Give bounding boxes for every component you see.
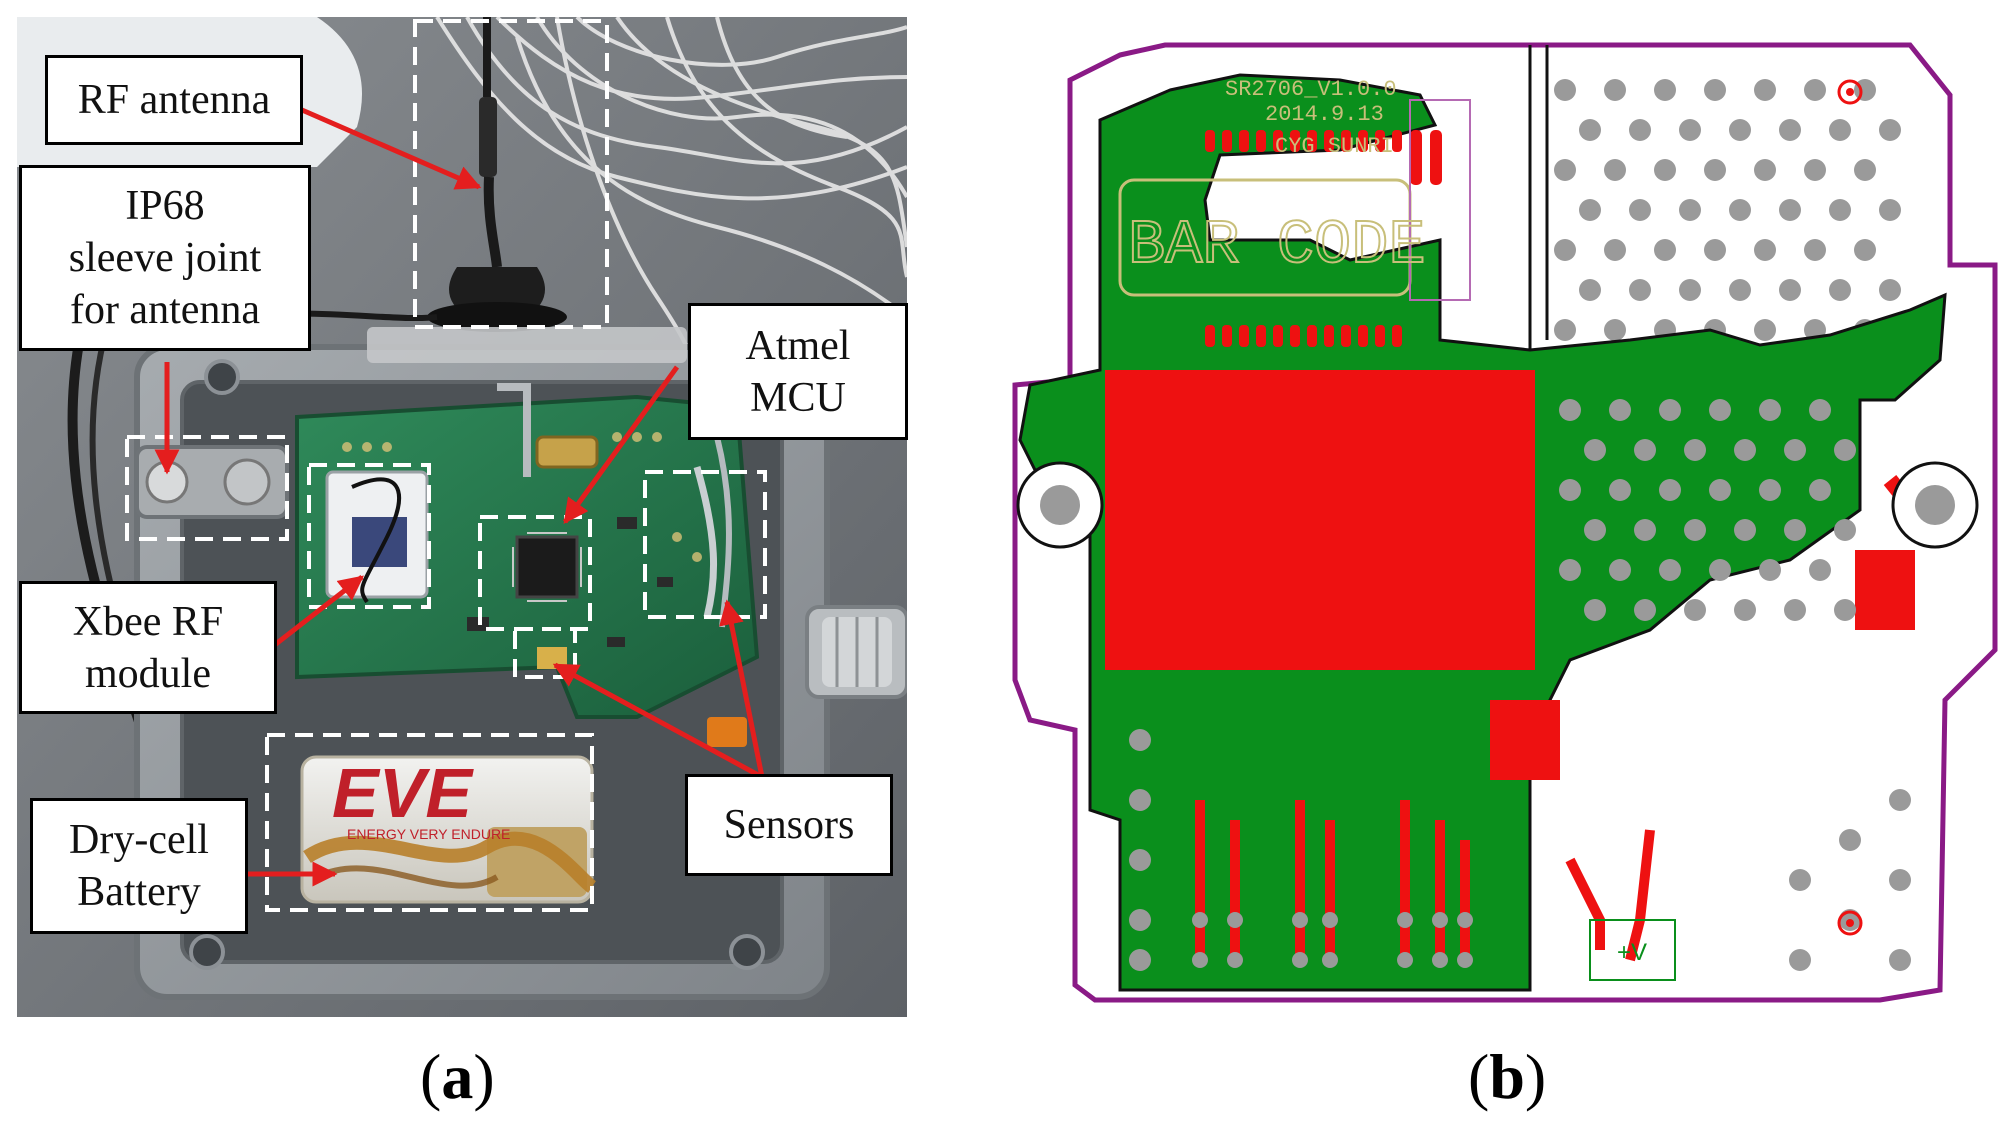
- sensor-box-2: [513, 627, 577, 679]
- callout-ip68-line2: sleeve joint: [68, 235, 262, 281]
- callout-xbee-line2: module: [85, 650, 211, 697]
- pad-row-top: [1205, 130, 1442, 347]
- xbee-box: [307, 463, 431, 609]
- callout-atmel-line2: MCU: [750, 374, 846, 421]
- caption-b-letter: b: [1489, 1041, 1525, 1112]
- battery: EVE ENERGY VERY ENDURE: [300, 754, 597, 904]
- battery-slogan: ENERGY VERY ENDURE: [347, 826, 510, 842]
- small-sensor: [537, 647, 567, 669]
- pad-vias-bottom: [1192, 912, 1473, 968]
- panel-a-photo: EVE ENERGY VERY ENDURE RF antenna I: [17, 17, 908, 1017]
- via-grid-right: [1559, 399, 1856, 621]
- power-label-box: [1589, 919, 1676, 981]
- antenna-box: [413, 19, 609, 329]
- ip68-sleeve-joint: [135, 445, 289, 519]
- sma-connector: [535, 435, 599, 469]
- callout-atmel-line1: Atmel: [745, 322, 851, 369]
- silk-line1: SR2706_V1.0.0: [1225, 77, 1397, 102]
- callout-battery-line1: Dry-cell: [69, 817, 209, 863]
- caption-a-close: ): [473, 1041, 495, 1112]
- callout-sensors: Sensors: [685, 774, 893, 876]
- battery-brand: EVE: [332, 754, 474, 832]
- sensor-box-1: [643, 470, 767, 619]
- pcb-mounting-holes: [1016, 461, 1979, 549]
- cable-gland: [805, 605, 907, 699]
- caption-b-open: (: [1468, 1041, 1490, 1112]
- copper-pad-cy2: [1855, 550, 1915, 630]
- battery-box: [265, 733, 594, 912]
- caption-b-close: ): [1524, 1041, 1547, 1112]
- power-label: +V: [1617, 939, 1647, 966]
- caption-a: (a): [420, 1040, 495, 1114]
- red-arrows: [154, 107, 765, 887]
- arrow-atmel-mcu: [562, 365, 680, 525]
- callout-battery: Dry-cell Battery: [30, 798, 248, 934]
- callout-rf-antenna: RF antenna: [45, 55, 303, 145]
- callout-ip68: IP68 sleeve joint for antenna: [19, 165, 311, 351]
- callout-atmel-mcu: Atmel MCU: [688, 303, 908, 440]
- sleeve-joint-box: [125, 435, 289, 541]
- arrow-xbee: [270, 575, 364, 649]
- caption-b: (b): [1468, 1040, 1546, 1114]
- caption-a-open: (: [420, 1041, 442, 1112]
- arrow-sensor-2: [552, 662, 764, 780]
- pcb-layout-drawing: SR2706_V1.0.0 2014.9.13 CYG SUNRI BAR CO…: [1012, 42, 1998, 1003]
- callout-ip68-line1: IP68: [125, 183, 205, 229]
- caption-a-letter: a: [441, 1041, 474, 1112]
- arrow-rf-antenna: [301, 107, 482, 190]
- top-copper: [1105, 370, 1937, 780]
- callout-rf-antenna-text: RF antenna: [77, 77, 271, 123]
- callout-battery-line2: Battery: [77, 869, 201, 915]
- silk-line3: CYG SUNRI: [1275, 134, 1394, 159]
- orange-connector: [707, 717, 747, 747]
- silk-line2: 2014.9.13: [1265, 102, 1384, 127]
- arrow-sensor-1: [719, 599, 765, 778]
- panel-b-pcb-layout: SR2706_V1.0.0 2014.9.13 CYG SUNRI BAR CO…: [1010, 40, 2005, 1010]
- fiducials: [1837, 79, 1863, 936]
- callout-xbee: Xbee RF module: [19, 581, 277, 714]
- callout-sensors-text: Sensors: [723, 802, 855, 848]
- callout-ip68-line3: for antenna: [69, 287, 261, 333]
- highlight-boxes: [125, 19, 767, 912]
- mcu-chip: [515, 535, 579, 599]
- bar-code-text: BAR CODE: [1128, 210, 1426, 281]
- callout-xbee-line1: Xbee RF: [72, 598, 224, 645]
